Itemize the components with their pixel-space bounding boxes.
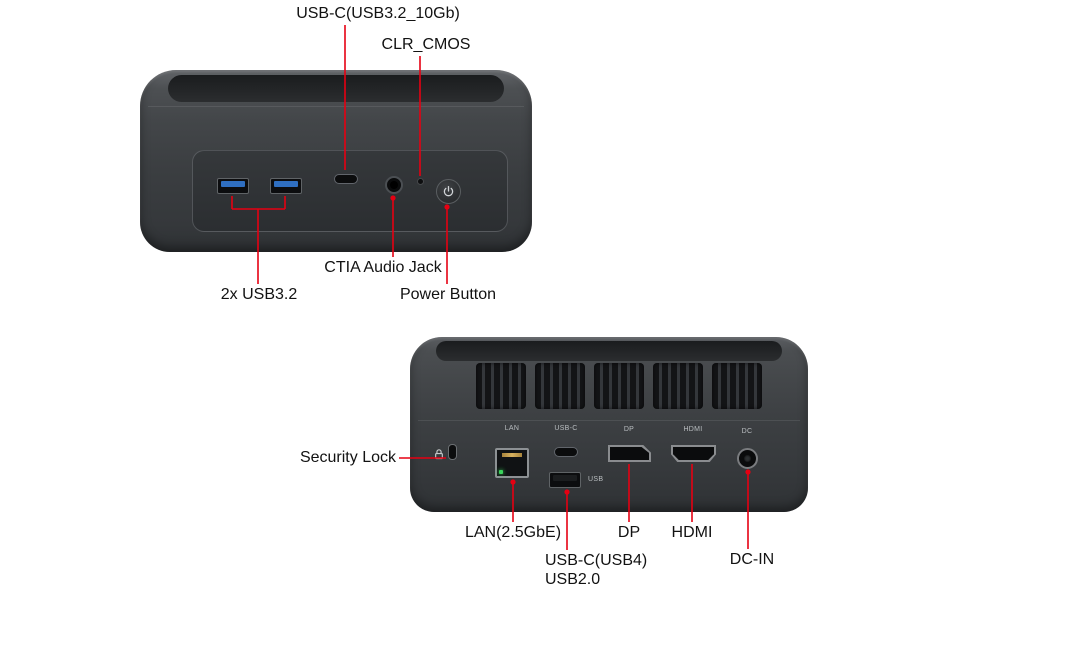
front-top-inset: [168, 75, 504, 102]
marking-usb-c: USB-C: [554, 425, 578, 432]
label-usb32: 2x USB3.2: [220, 286, 298, 303]
label-dc-in: DC-IN: [729, 551, 775, 568]
front-view-device: [140, 70, 532, 252]
hdmi-port: [671, 445, 716, 462]
marking-hdmi: HDMI: [683, 426, 703, 433]
label-security-lock: Security Lock: [299, 449, 396, 466]
marking-dp: DP: [623, 426, 635, 433]
vent-grille-4: [653, 363, 703, 409]
usb-c-port-rear: [554, 447, 578, 457]
power-icon: [443, 185, 454, 197]
front-edge-highlight: [148, 106, 524, 107]
dc-in-port: [737, 448, 758, 469]
clr-cmos-pinhole: [418, 179, 423, 184]
usb-c-port-front: [334, 174, 358, 184]
audio-jack-port: [385, 176, 403, 194]
front-io-panel: [192, 150, 508, 232]
label-usb-c-front: USB-C(USB3.2_10Gb): [296, 5, 460, 22]
rear-view-device: LAN USB-C DP HDMI DC USB: [410, 337, 808, 512]
label-lan: LAN(2.5GbE): [464, 524, 562, 541]
vent-grille-1: [476, 363, 526, 409]
lan-led-icon: [499, 470, 503, 474]
label-dp: DP: [617, 524, 641, 541]
label-clr-cmos: CLR_CMOS: [381, 36, 471, 53]
usb-a-port-2: [270, 178, 302, 194]
vent-grille-3: [594, 363, 644, 409]
usb-a-tongue-icon: [221, 181, 245, 187]
vent-grille-2: [535, 363, 585, 409]
label-hdmi: HDMI: [671, 524, 713, 541]
displayport-port: [608, 445, 651, 462]
lan-pins-icon: [502, 453, 522, 457]
marking-dc: DC: [741, 428, 753, 435]
power-button: [436, 179, 461, 204]
marking-usb: USB: [588, 476, 604, 483]
marking-lan: LAN: [504, 425, 520, 432]
label-usb2: USB2.0: [545, 571, 601, 588]
lock-icon: [435, 449, 443, 460]
rear-top-inset: [436, 341, 782, 361]
vent-grille-5: [712, 363, 762, 409]
usb-a-tongue-icon: [553, 475, 577, 481]
rear-edge-highlight: [418, 420, 800, 421]
usb-a-tongue-icon: [274, 181, 298, 187]
security-lock-slot: [448, 444, 457, 460]
usb-a-port-1: [217, 178, 249, 194]
lan-port: [495, 448, 529, 478]
usb2-port-rear: [549, 472, 581, 488]
label-power-button: Power Button: [399, 286, 497, 303]
label-audio-jack: CTIA Audio Jack: [324, 259, 442, 276]
label-usb-c-usb4: USB-C(USB4): [545, 552, 648, 569]
